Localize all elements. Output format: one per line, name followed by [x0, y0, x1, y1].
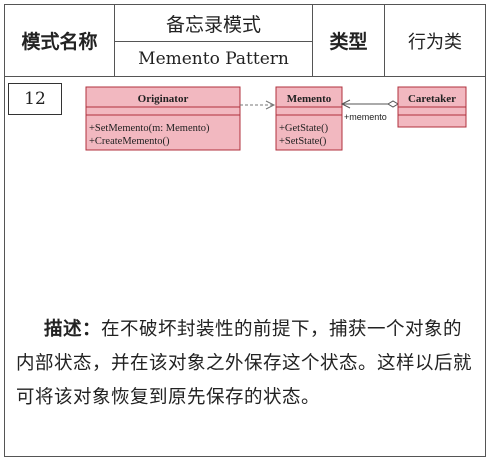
description-text: 在不破坏封装性的前提下，捕获一个对象的内部状态，并在该对象之外保存这个状态。这样… — [16, 319, 473, 408]
originator-name: Originator — [138, 93, 189, 105]
pattern-name-cell: 备忘录模式 Memento Pattern — [115, 5, 313, 76]
header-row: 模式名称 备忘录模式 Memento Pattern 类型 行为类 — [5, 5, 485, 77]
memento-method: +SetState() — [279, 136, 327, 147]
name-label: 模式名称 — [5, 5, 115, 76]
originator-method: +SetMemento(m: Memento) — [89, 123, 210, 134]
caretaker-name: Caretaker — [408, 93, 456, 105]
aggregation-association: +memento — [340, 99, 399, 122]
originator-class: Originator +SetMemento(m: Memento) +Crea… — [85, 86, 241, 151]
caretaker-class: Caretaker — [397, 86, 467, 128]
dependency-arrow — [240, 100, 276, 110]
memento-class: Memento +GetState() +SetState() — [275, 86, 343, 151]
pattern-name-cn: 备忘录模式 — [115, 6, 312, 42]
pattern-number: 12 — [8, 83, 62, 115]
originator-method: +CreateMemento() — [89, 136, 170, 147]
description-label: 描述： — [44, 319, 102, 340]
uml-class-diagram: Originator +SetMemento(m: Memento) +Crea… — [85, 86, 467, 151]
description: 描述：在不破坏封装性的前提下，捕获一个对象的内部状态，并在该对象之外保存这个状态… — [16, 313, 476, 415]
type-value: 行为类 — [408, 31, 462, 53]
pattern-card: 模式名称 备忘录模式 Memento Pattern 类型 行为类 — [4, 4, 486, 457]
memento-name: Memento — [287, 93, 332, 105]
association-label: +memento — [344, 112, 387, 122]
pattern-name-en: Memento Pattern — [138, 48, 289, 69]
type-label: 类型 — [313, 5, 385, 76]
memento-method: +GetState() — [279, 123, 329, 134]
